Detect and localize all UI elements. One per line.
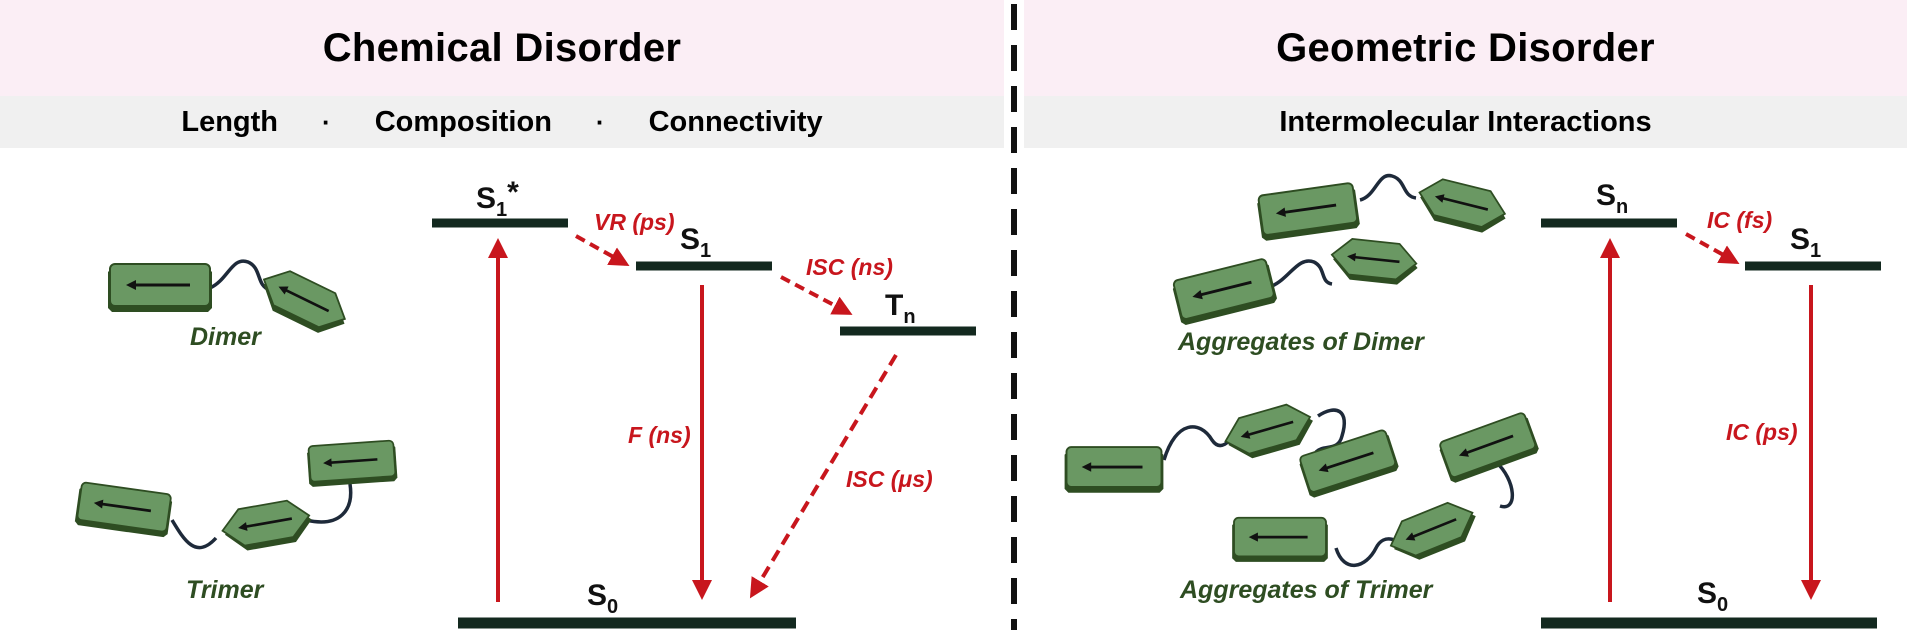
label-aggregates-of-dimer: Aggregates of Dimer [1177, 328, 1425, 356]
subtitle-connectivity: Connectivity [648, 105, 823, 138]
left-subtitle-band: Length · Composition · Connectivity [0, 96, 1004, 148]
subtitle-separator-1: · [322, 106, 331, 137]
label-isc-us: ISC (μs) [846, 466, 933, 492]
label-s1-star: S1* [476, 176, 519, 221]
label-tn: Tn [885, 289, 916, 328]
label-ic-ps: IC (ps) [1726, 419, 1798, 445]
aggregate-trimer-molecules [1063, 397, 1542, 570]
label-aggregates-of-trimer: Aggregates of Trimer [1179, 576, 1434, 604]
dimer-molecule [106, 259, 357, 343]
label-dimer: Dimer [190, 323, 262, 351]
label-f: F (ns) [628, 422, 691, 448]
chemical-disorder-title: Chemical Disorder [322, 25, 682, 70]
vr-arrow [575, 234, 630, 266]
subtitle-intermolecular: Intermolecular Interactions [1279, 105, 1652, 138]
aggregate-dimer-molecules [1169, 173, 1513, 328]
subtitle-composition: Composition [374, 105, 552, 138]
left-subtitle-row: Length · Composition · Connectivity [181, 106, 822, 139]
label-s0-right: S0 [1697, 577, 1728, 616]
subtitle-length: Length [181, 105, 279, 138]
geometric-disorder-title: Geometric Disorder [1276, 25, 1655, 70]
ic-fs-arrow [1685, 232, 1740, 264]
label-sn: Sn [1596, 179, 1628, 218]
label-trimer: Trimer [186, 576, 265, 604]
label-isc-ns: ISC (ns) [806, 254, 893, 280]
label-ic-fs: IC (fs) [1707, 207, 1772, 233]
isc-us-arrow [749, 353, 898, 599]
subtitle-separator-2: · [595, 106, 605, 137]
label-s0-left: S0 [587, 579, 618, 618]
label-vr: VR (ps) [594, 209, 675, 235]
left-title-band: Chemical Disorder [0, 0, 1004, 96]
right-title-band: Geometric Disorder [1024, 0, 1907, 96]
right-subtitle-band: Intermolecular Interactions [1024, 96, 1907, 148]
trimer-molecule [73, 438, 399, 556]
label-s1-right: S1 [1790, 223, 1821, 262]
isc-ns-arrow [780, 275, 853, 315]
label-s1-left: S1 [680, 223, 711, 262]
